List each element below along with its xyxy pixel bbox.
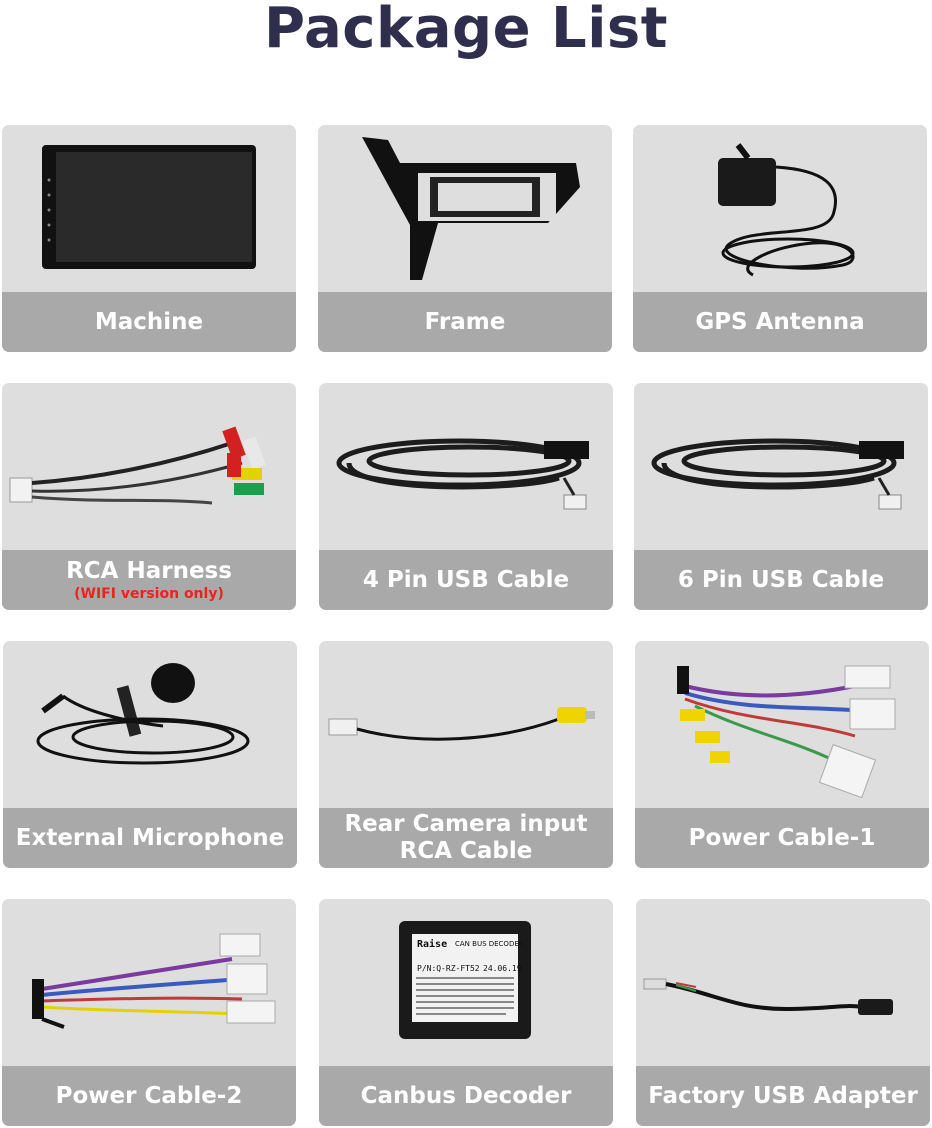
package-item-6-pin-usb-cable: 6 Pin USB Cable (634, 383, 928, 610)
item-label-bar: 4 Pin USB Cable (319, 550, 613, 610)
item-label: Frame (424, 308, 506, 335)
power-harness-image (2, 899, 296, 1066)
item-label: Factory USB Adapter (648, 1082, 918, 1109)
item-label: 6 Pin USB Cable (677, 566, 885, 593)
wifi-version-note: (WIFI version only) (74, 585, 224, 602)
head-unit-image (2, 125, 296, 292)
power-harness-image (635, 641, 929, 808)
item-label: External Microphone (15, 824, 285, 851)
item-label-bar: External Microphone (3, 808, 297, 868)
package-item-power-cable-1: Power Cable-1 (635, 641, 929, 868)
page-title: Package List (263, 0, 669, 61)
item-label-bar: Rear Camera input RCA Cable (319, 808, 613, 868)
microphone-image (3, 641, 297, 808)
item-label: 4 Pin USB Cable (362, 566, 570, 593)
package-item-rear-camera-rca-cable: Rear Camera input RCA Cable (319, 641, 613, 868)
item-label: GPS Antenna (695, 308, 865, 335)
item-label: RCA Harness (66, 557, 232, 584)
item-label-line2: RCA Cable (399, 838, 533, 864)
item-label-bar: 6 Pin USB Cable (634, 550, 928, 610)
item-label-bar: Canbus Decoder (319, 1066, 613, 1126)
package-item-factory-usb-adapter: Factory USB Adapter (636, 899, 930, 1126)
package-item-canbus-decoder: Raise CAN BUS DECODER P/N:Q-RZ-FT52 24.0… (319, 899, 613, 1126)
item-label-bar: Power Cable-2 (2, 1066, 296, 1126)
item-label: Power Cable-1 (688, 824, 876, 851)
package-item-power-cable-2: Power Cable-2 (2, 899, 296, 1126)
gps-antenna-image (633, 125, 927, 292)
item-label-bar: GPS Antenna (633, 292, 927, 352)
item-label-line1: Rear Camera input (344, 811, 588, 837)
decoder-name: CAN BUS DECODER (455, 940, 524, 948)
package-item-4-pin-usb-cable: 4 Pin USB Cable (319, 383, 613, 610)
package-item-frame: Frame (318, 125, 612, 352)
usb-adapter-image (636, 899, 930, 1066)
canbus-box-image: Raise CAN BUS DECODER P/N:Q-RZ-FT52 24.0… (319, 899, 613, 1066)
item-label: Machine (94, 308, 204, 335)
dash-frame-image (318, 125, 612, 292)
item-label: Power Cable-2 (55, 1082, 243, 1109)
decoder-date: 24.06.19 (483, 964, 522, 973)
package-item-gps-antenna: GPS Antenna (633, 125, 927, 352)
item-label-bar: RCA Harness (WIFI version only) (2, 550, 296, 610)
package-item-machine: Machine (2, 125, 296, 352)
decoder-pn: P/N:Q-RZ-FT52 (417, 964, 480, 973)
item-label-bar: Factory USB Adapter (636, 1066, 930, 1126)
usb-cable-image (634, 383, 928, 550)
item-label-bar: Machine (2, 292, 296, 352)
usb-cable-image (319, 383, 613, 550)
item-label-bar: Frame (318, 292, 612, 352)
package-item-rca-harness: RCA Harness (WIFI version only) (2, 383, 296, 610)
item-label: Canbus Decoder (360, 1082, 572, 1109)
decoder-brand: Raise (417, 938, 447, 950)
rca-harness-image (2, 383, 296, 550)
package-item-external-microphone: External Microphone (3, 641, 297, 868)
item-label-bar: Power Cable-1 (635, 808, 929, 868)
camera-rca-cable-image (319, 641, 613, 808)
